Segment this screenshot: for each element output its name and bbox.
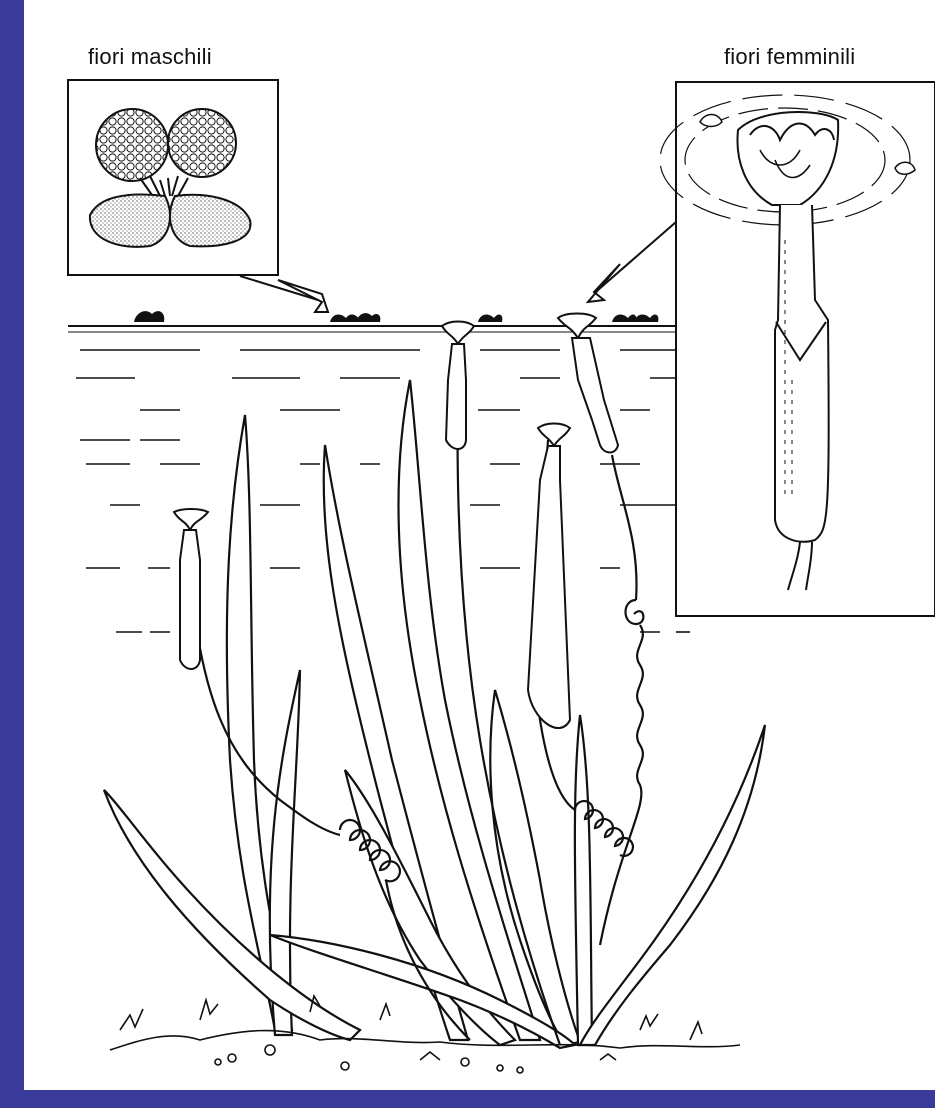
female-flowers-label: fiori femminili [724,44,855,70]
pollen-sphere-left [96,109,168,181]
border-bottom [0,1090,935,1108]
male-flowers-inset [68,80,328,312]
pollen-sphere-right [168,109,236,177]
border-left [0,0,24,1108]
female-flower-inset [588,82,935,616]
substrate [110,996,740,1073]
male-flowers-label: fiori maschili [88,44,212,70]
plant-leaves [104,380,765,1048]
female-arrow [598,222,676,290]
sepal-left [90,194,170,246]
